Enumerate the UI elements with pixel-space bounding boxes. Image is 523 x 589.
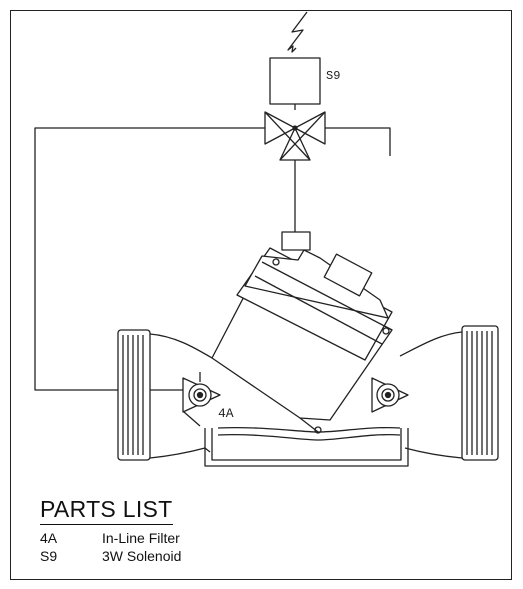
parts-list: PARTS LIST 4A In-Line Filter S9 3W Solenoi… xyxy=(40,496,181,565)
part-description: In-Line Filter xyxy=(102,530,180,546)
part-code: S9 xyxy=(40,548,58,564)
filter-screen-tray xyxy=(204,426,409,467)
parts-list-row: 4A In-Line Filter xyxy=(40,529,181,547)
filter-housing xyxy=(211,231,393,434)
solenoid-coil xyxy=(269,57,321,105)
three-way-valve xyxy=(264,111,326,161)
part-description: 3W Solenoid xyxy=(102,548,182,564)
electric-bolt-icon xyxy=(287,11,308,53)
filter-callout: 4A xyxy=(218,406,234,421)
outlet-fitting xyxy=(371,377,409,413)
part-code: 4A xyxy=(40,530,58,546)
solenoid-callout: S9 xyxy=(326,69,340,83)
inline-filter-4a xyxy=(182,372,221,427)
parts-list-title: PARTS LIST xyxy=(40,496,173,525)
valve-body xyxy=(117,325,499,461)
control-line-right xyxy=(325,127,391,156)
control-line-left xyxy=(34,127,265,391)
drawing-frame xyxy=(10,10,512,580)
parts-list-row: S9 3W Solenoid xyxy=(40,547,181,565)
